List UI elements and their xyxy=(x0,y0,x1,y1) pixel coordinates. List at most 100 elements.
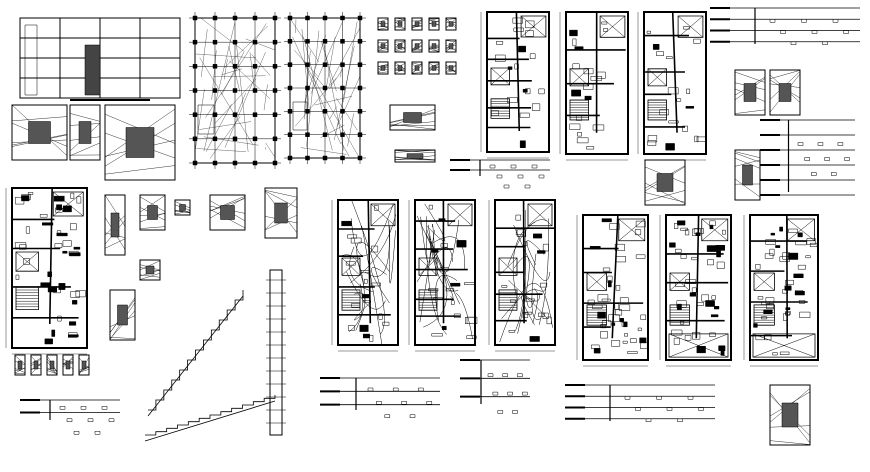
line xyxy=(321,125,345,138)
rect xyxy=(57,233,68,236)
rect xyxy=(233,113,237,117)
rect xyxy=(532,104,540,111)
floor-plan-2 xyxy=(560,12,628,160)
rect xyxy=(347,235,356,238)
wire xyxy=(433,237,465,269)
wire xyxy=(525,210,534,308)
line xyxy=(15,368,25,371)
meter-detail xyxy=(735,150,760,200)
rect xyxy=(306,156,310,160)
rect xyxy=(674,223,678,228)
line xyxy=(395,158,435,161)
line xyxy=(224,59,227,79)
rect xyxy=(432,66,436,71)
rect xyxy=(770,19,775,22)
line xyxy=(145,401,275,441)
rect xyxy=(798,143,803,146)
rect xyxy=(648,135,657,141)
rect xyxy=(306,16,310,20)
line xyxy=(395,26,405,28)
line xyxy=(12,117,67,121)
rect xyxy=(586,146,593,149)
rect xyxy=(771,233,775,235)
rect xyxy=(418,388,423,391)
rect xyxy=(525,185,530,188)
line xyxy=(294,50,317,76)
line xyxy=(448,204,472,226)
stair-section-2 xyxy=(145,395,275,441)
rect xyxy=(41,283,51,287)
rect xyxy=(213,40,217,44)
rect xyxy=(575,47,583,50)
line xyxy=(290,19,319,62)
furnished-plan-1 xyxy=(577,215,648,366)
rect xyxy=(707,260,713,265)
rect xyxy=(270,270,282,435)
structural-grid-plan-2 xyxy=(284,12,366,164)
rect xyxy=(681,255,686,259)
rect xyxy=(385,415,390,418)
line xyxy=(303,37,332,151)
rect xyxy=(369,335,373,341)
rect xyxy=(496,41,502,44)
rect xyxy=(818,143,823,146)
rect xyxy=(694,39,701,43)
line xyxy=(311,22,343,94)
rect xyxy=(42,223,53,225)
rect xyxy=(685,280,695,284)
foundation-detail-1 xyxy=(105,195,125,255)
rect xyxy=(590,246,600,249)
rect xyxy=(583,215,648,360)
pile-detail xyxy=(47,355,57,375)
rect xyxy=(253,64,257,68)
rect xyxy=(573,39,576,46)
rect xyxy=(603,268,610,271)
line xyxy=(140,273,160,279)
wire xyxy=(417,216,453,298)
line xyxy=(201,29,207,77)
rect xyxy=(672,330,682,335)
rect xyxy=(15,243,26,248)
rect xyxy=(833,19,838,22)
rect xyxy=(77,197,81,203)
line xyxy=(395,151,435,153)
rect xyxy=(669,334,728,357)
rect xyxy=(63,206,71,212)
rect xyxy=(16,275,19,280)
rect xyxy=(253,137,257,141)
rect xyxy=(645,160,685,205)
sanitary-riser-2 xyxy=(460,360,530,413)
rect xyxy=(378,18,388,30)
rect xyxy=(791,42,796,45)
rect xyxy=(619,219,645,241)
rect xyxy=(810,243,817,247)
line xyxy=(648,69,667,86)
rect xyxy=(681,228,688,230)
rect xyxy=(467,336,476,339)
line xyxy=(670,273,690,290)
rect xyxy=(341,16,345,20)
rect xyxy=(72,300,77,304)
rect xyxy=(342,221,352,226)
rect xyxy=(685,230,689,235)
rect xyxy=(323,109,327,113)
rect xyxy=(323,39,327,43)
line xyxy=(516,12,519,131)
rect xyxy=(623,341,627,343)
line xyxy=(645,193,685,203)
rect xyxy=(105,105,175,180)
wire xyxy=(432,224,435,275)
line xyxy=(293,37,341,144)
column-detail xyxy=(429,18,439,30)
rect xyxy=(105,195,125,255)
rect xyxy=(490,165,495,168)
line xyxy=(304,51,310,119)
rect xyxy=(193,64,197,68)
line xyxy=(306,31,319,148)
rect xyxy=(641,315,646,320)
rect xyxy=(341,133,345,137)
rect xyxy=(585,96,591,100)
line xyxy=(343,22,357,103)
rect xyxy=(601,324,606,328)
rect xyxy=(288,156,292,160)
